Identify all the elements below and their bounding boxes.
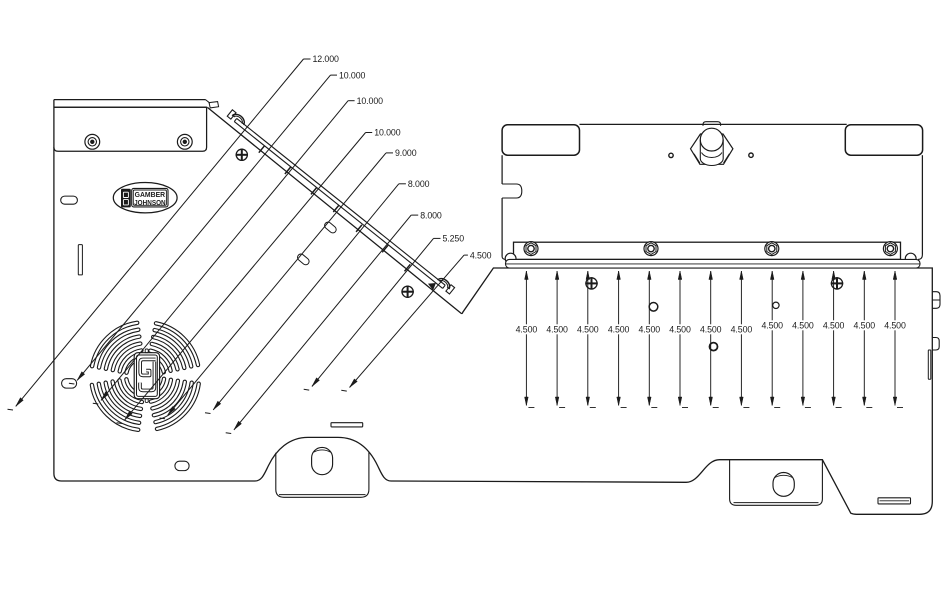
svg-text:8.000: 8.000 xyxy=(420,210,442,220)
svg-text:5.250: 5.250 xyxy=(443,234,465,244)
svg-text:4.500: 4.500 xyxy=(546,325,568,335)
svg-text:GAMBER: GAMBER xyxy=(135,190,166,199)
svg-text:12.000: 12.000 xyxy=(313,54,340,64)
svg-text:10.000: 10.000 xyxy=(339,70,366,80)
svg-text:9.000: 9.000 xyxy=(395,148,417,158)
svg-text:4.500: 4.500 xyxy=(470,250,492,260)
svg-text:10.000: 10.000 xyxy=(357,96,384,106)
svg-text:4.500: 4.500 xyxy=(761,321,783,331)
svg-text:8.000: 8.000 xyxy=(408,179,430,189)
svg-text:4.500: 4.500 xyxy=(669,325,691,335)
svg-text:4.500: 4.500 xyxy=(608,325,630,335)
svg-text:JOHNSON: JOHNSON xyxy=(134,198,166,207)
svg-text:4.500: 4.500 xyxy=(639,325,661,335)
svg-text:4.500: 4.500 xyxy=(577,325,599,335)
svg-text:4.500: 4.500 xyxy=(731,325,753,335)
svg-text:4.500: 4.500 xyxy=(700,325,722,335)
svg-text:4.500: 4.500 xyxy=(792,321,814,331)
svg-text:10.000: 10.000 xyxy=(374,128,401,138)
svg-text:4.500: 4.500 xyxy=(823,321,845,331)
svg-text:4.500: 4.500 xyxy=(516,325,538,335)
svg-text:4.500: 4.500 xyxy=(884,321,906,331)
svg-text:4.500: 4.500 xyxy=(854,321,876,331)
